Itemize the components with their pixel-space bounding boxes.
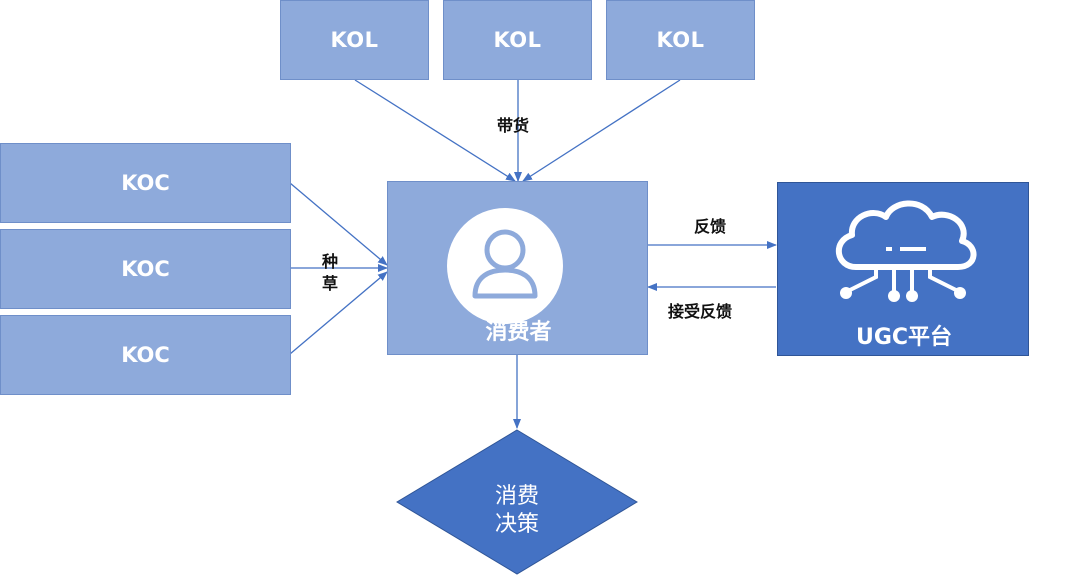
kol-node-label: KOL <box>330 28 379 52</box>
decision-label-line1: 消费 <box>494 484 539 509</box>
edge-koc-top-to-consumer <box>289 182 388 266</box>
koc-node-2: KOC <box>0 229 291 309</box>
cloud-network-icon <box>835 200 977 302</box>
kol-node-3: KOL <box>606 0 755 80</box>
edge-label-koc-line1: 种 <box>322 252 339 271</box>
koc-node-3: KOC <box>0 315 291 395</box>
edge-koc-bottom-to-consumer <box>289 271 388 355</box>
koc-node-label: KOC <box>121 171 170 195</box>
consumer-node: 消费者 <box>387 181 648 355</box>
koc-node-label: KOC <box>121 343 170 367</box>
edge-kol-left-to-consumer <box>354 79 516 182</box>
edge-label-kol: 带货 <box>497 116 530 135</box>
kol-node-1: KOL <box>280 0 429 80</box>
kol-node-label: KOL <box>493 28 542 52</box>
decision-label-line2: 决策 <box>494 512 539 537</box>
ugc-platform-label: UGC平台 <box>855 325 953 350</box>
koc-node-label: KOC <box>121 257 170 281</box>
kol-node-label: KOL <box>656 28 705 52</box>
edge-kol-right-to-consumer <box>522 79 681 182</box>
ugc-platform-node: UGC平台 <box>777 182 1029 356</box>
edge-label-feedback: 反馈 <box>694 217 727 236</box>
edge-label-koc-line2: 草 <box>322 274 339 293</box>
consumer-label: 消费者 <box>485 320 552 345</box>
edge-label-receive-feedback: 接受反馈 <box>668 302 733 321</box>
kol-node-2: KOL <box>443 0 592 80</box>
koc-node-1: KOC <box>0 143 291 223</box>
user-icon <box>447 208 563 324</box>
